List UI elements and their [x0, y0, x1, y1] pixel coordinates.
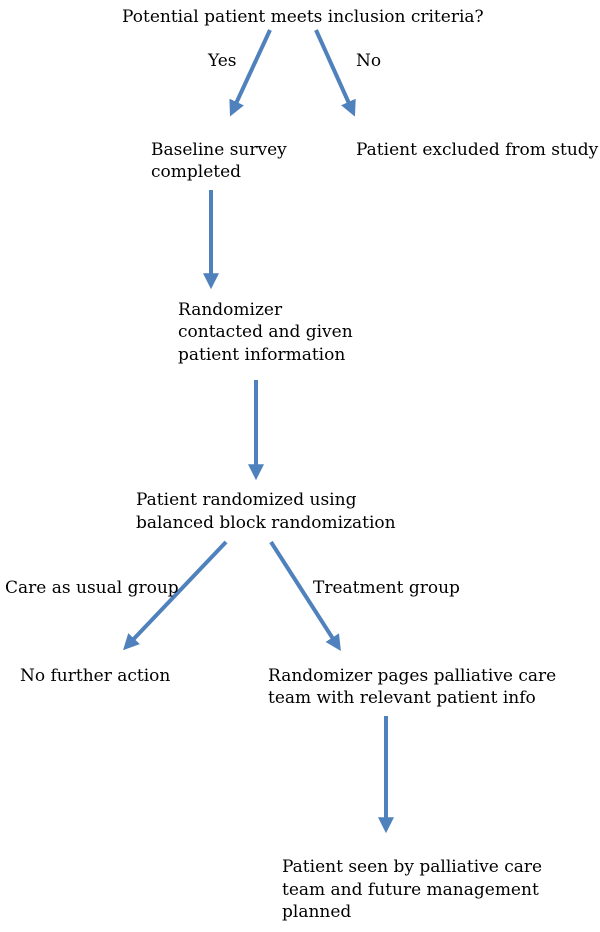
randomizer-line1: Randomizer [178, 300, 283, 320]
baseline-survey-line2: completed [151, 162, 242, 182]
edge-label-yes: Yes [208, 51, 237, 71]
edge-label-treatment: Treatment group [313, 578, 460, 598]
baseline-survey-line1: Baseline survey [151, 140, 287, 160]
no-further-action-node: No further action [20, 666, 171, 686]
arrow-yes [229, 29, 272, 117]
inclusion-question: Potential patient meets inclusion criter… [122, 7, 484, 27]
patient-seen-line2: team and future management [282, 880, 539, 900]
randomizer-line2: contacted and given [178, 322, 353, 342]
pages-team-line2: team with relevant patient info [268, 688, 536, 708]
patient-seen-line1: Patient seen by palliative care [282, 857, 543, 877]
arrow-no [314, 29, 356, 117]
randomizer-line3: patient information [178, 345, 346, 365]
arrow-care-as-usual [123, 540, 228, 651]
edge-label-no: No [356, 51, 382, 71]
pages-team-line1: Randomizer pages palliative care [268, 666, 557, 686]
patient-seen-line3: planned [282, 902, 352, 922]
edge-label-care-as-usual: Care as usual group [5, 578, 179, 598]
excluded-node: Patient excluded from study [356, 140, 599, 160]
arrow-treatment [269, 540, 341, 652]
randomized-line2: balanced block randomization [136, 513, 396, 533]
randomized-line1: Patient randomized using [136, 490, 357, 510]
